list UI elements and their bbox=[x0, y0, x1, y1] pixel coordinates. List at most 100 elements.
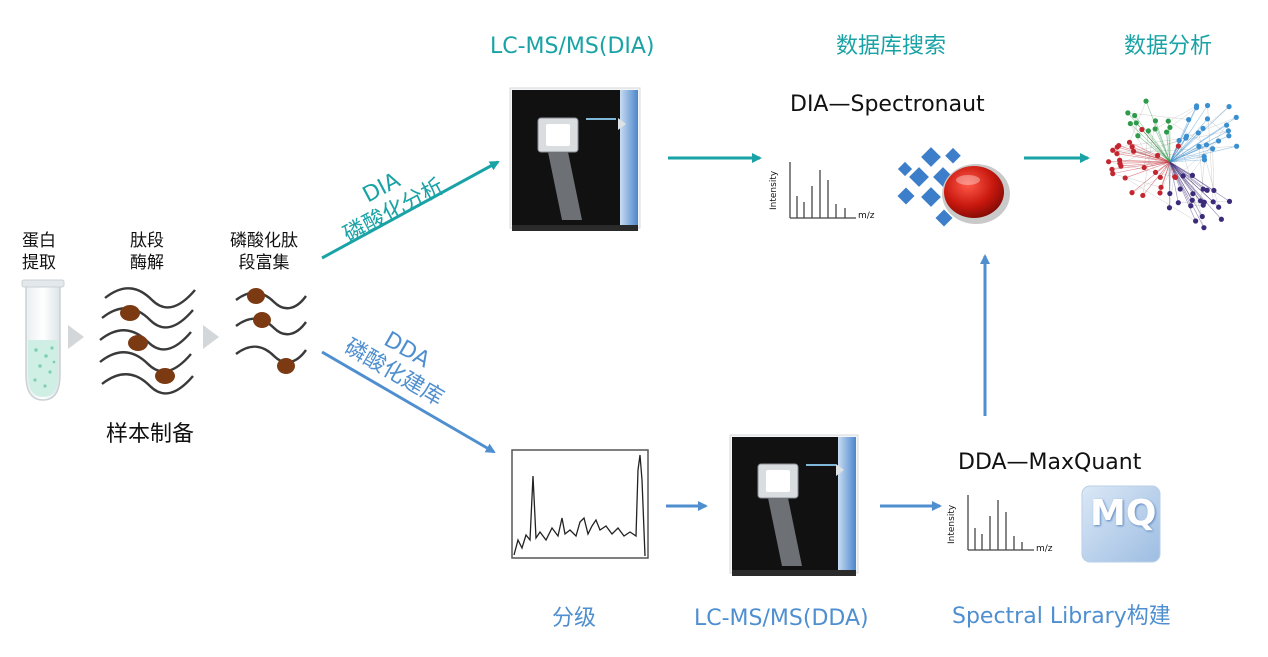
network-edge bbox=[1169, 148, 1213, 163]
network-edge bbox=[1116, 146, 1237, 154]
network-node bbox=[1127, 120, 1133, 127]
network-edge bbox=[1142, 161, 1171, 196]
network-node bbox=[1193, 103, 1200, 109]
network-edge bbox=[1169, 156, 1205, 163]
network-node bbox=[1195, 130, 1201, 136]
peptide-beads bbox=[120, 305, 175, 384]
network-edge bbox=[1169, 161, 1205, 228]
network-node bbox=[1135, 133, 1141, 139]
network-edge bbox=[1125, 161, 1171, 179]
network-edge bbox=[1169, 159, 1205, 163]
network-node bbox=[1125, 110, 1131, 116]
network-node bbox=[1189, 172, 1196, 178]
network-edge bbox=[1198, 146, 1204, 190]
network-edge bbox=[1134, 115, 1171, 163]
spectrum-dia-y-axis-label: Intensity bbox=[769, 170, 779, 210]
network-node bbox=[1226, 198, 1233, 205]
data-analysis-title: 数据分析 bbox=[1124, 34, 1213, 59]
dda-branch-arrow bbox=[321, 350, 496, 454]
network-node bbox=[1200, 125, 1206, 132]
spectral-library-title: Spectral Library构建 bbox=[952, 604, 1171, 629]
network-node bbox=[1110, 171, 1116, 177]
network-node bbox=[1165, 118, 1171, 124]
dia-instrument-title: LC-MS/MS(DIA) bbox=[490, 34, 655, 59]
network-node bbox=[1200, 186, 1206, 192]
network-node bbox=[1197, 198, 1204, 204]
maxquant-logo-icon bbox=[1081, 485, 1161, 563]
network-node bbox=[1177, 186, 1183, 192]
network-edge bbox=[1116, 153, 1171, 163]
dia-branch-arrow bbox=[321, 160, 500, 260]
spectronaut-label: DIA—Spectronaut bbox=[790, 92, 985, 117]
network-node bbox=[1203, 142, 1210, 148]
network-node bbox=[1143, 98, 1149, 104]
network-node bbox=[1166, 205, 1173, 211]
peptide-strands-icon bbox=[99, 287, 196, 395]
network-edge bbox=[1198, 132, 1219, 208]
network-edge bbox=[1169, 145, 1237, 163]
network-node bbox=[1131, 148, 1137, 154]
spectrum-dda-x-axis-label: m/z bbox=[1036, 544, 1053, 554]
network-node bbox=[1183, 133, 1190, 139]
network-edge bbox=[1202, 106, 1230, 129]
network-node bbox=[1116, 142, 1122, 149]
network-edge bbox=[1125, 177, 1196, 222]
step-protein-extraction-label: 蛋白提取 bbox=[22, 231, 56, 273]
network-node bbox=[1225, 128, 1231, 134]
network-node bbox=[1215, 138, 1222, 144]
network-edge bbox=[1155, 105, 1197, 130]
network-node bbox=[1152, 169, 1159, 175]
network-node bbox=[1141, 164, 1147, 171]
network-edge bbox=[1207, 105, 1214, 202]
network-node bbox=[1196, 143, 1202, 149]
network-node bbox=[1129, 190, 1135, 196]
phosphopeptide-icon bbox=[235, 291, 307, 364]
dda-instrument-title: LC-MS/MS(DDA) bbox=[694, 606, 869, 631]
network-node bbox=[1167, 190, 1173, 197]
network-edge bbox=[1169, 161, 1230, 202]
network-edge bbox=[1117, 137, 1186, 148]
network-node bbox=[1216, 204, 1222, 210]
network-node bbox=[1204, 187, 1210, 193]
network-edge bbox=[1137, 135, 1171, 163]
network-edge bbox=[1169, 105, 1208, 163]
maxquant-logo-text: MQ bbox=[1090, 493, 1157, 534]
network-node bbox=[1175, 200, 1181, 206]
network-node bbox=[1226, 133, 1232, 139]
spectrum-plot-dia bbox=[789, 162, 856, 219]
network-node bbox=[1186, 116, 1192, 123]
network-edge bbox=[1166, 132, 1171, 194]
step-enrichment-label: 磷酸化肽段富集 bbox=[230, 231, 298, 273]
network-node bbox=[1158, 184, 1164, 190]
network-node bbox=[1117, 160, 1123, 166]
database-search-title: 数据库搜索 bbox=[836, 34, 947, 59]
network-edge bbox=[1134, 115, 1139, 136]
network-node bbox=[1126, 139, 1133, 145]
chromatogram-plot bbox=[511, 449, 649, 559]
network-edge bbox=[1169, 161, 1219, 208]
network-node bbox=[1152, 118, 1159, 124]
network-node bbox=[1210, 146, 1216, 152]
network-edge bbox=[1130, 123, 1156, 173]
network-edge bbox=[1200, 159, 1205, 201]
network-node bbox=[1157, 190, 1163, 196]
network-node bbox=[1201, 225, 1207, 231]
phospho-beads bbox=[247, 288, 295, 374]
network-node bbox=[1167, 124, 1173, 131]
network-edge bbox=[1131, 161, 1171, 193]
test-tube-icon bbox=[21, 279, 65, 401]
network-node bbox=[1204, 102, 1211, 109]
network-edge bbox=[1169, 161, 1179, 203]
network-node bbox=[1140, 192, 1146, 199]
network-node bbox=[1106, 159, 1112, 165]
maxquant-label: DDA—MaxQuant bbox=[958, 450, 1142, 475]
network-edge bbox=[1112, 149, 1171, 163]
network-node bbox=[1193, 218, 1199, 224]
network-node bbox=[1218, 216, 1224, 222]
network-edge bbox=[1169, 161, 1203, 217]
network-edge bbox=[1119, 161, 1171, 164]
network-edge bbox=[1166, 132, 1171, 163]
network-edge bbox=[1132, 146, 1171, 163]
